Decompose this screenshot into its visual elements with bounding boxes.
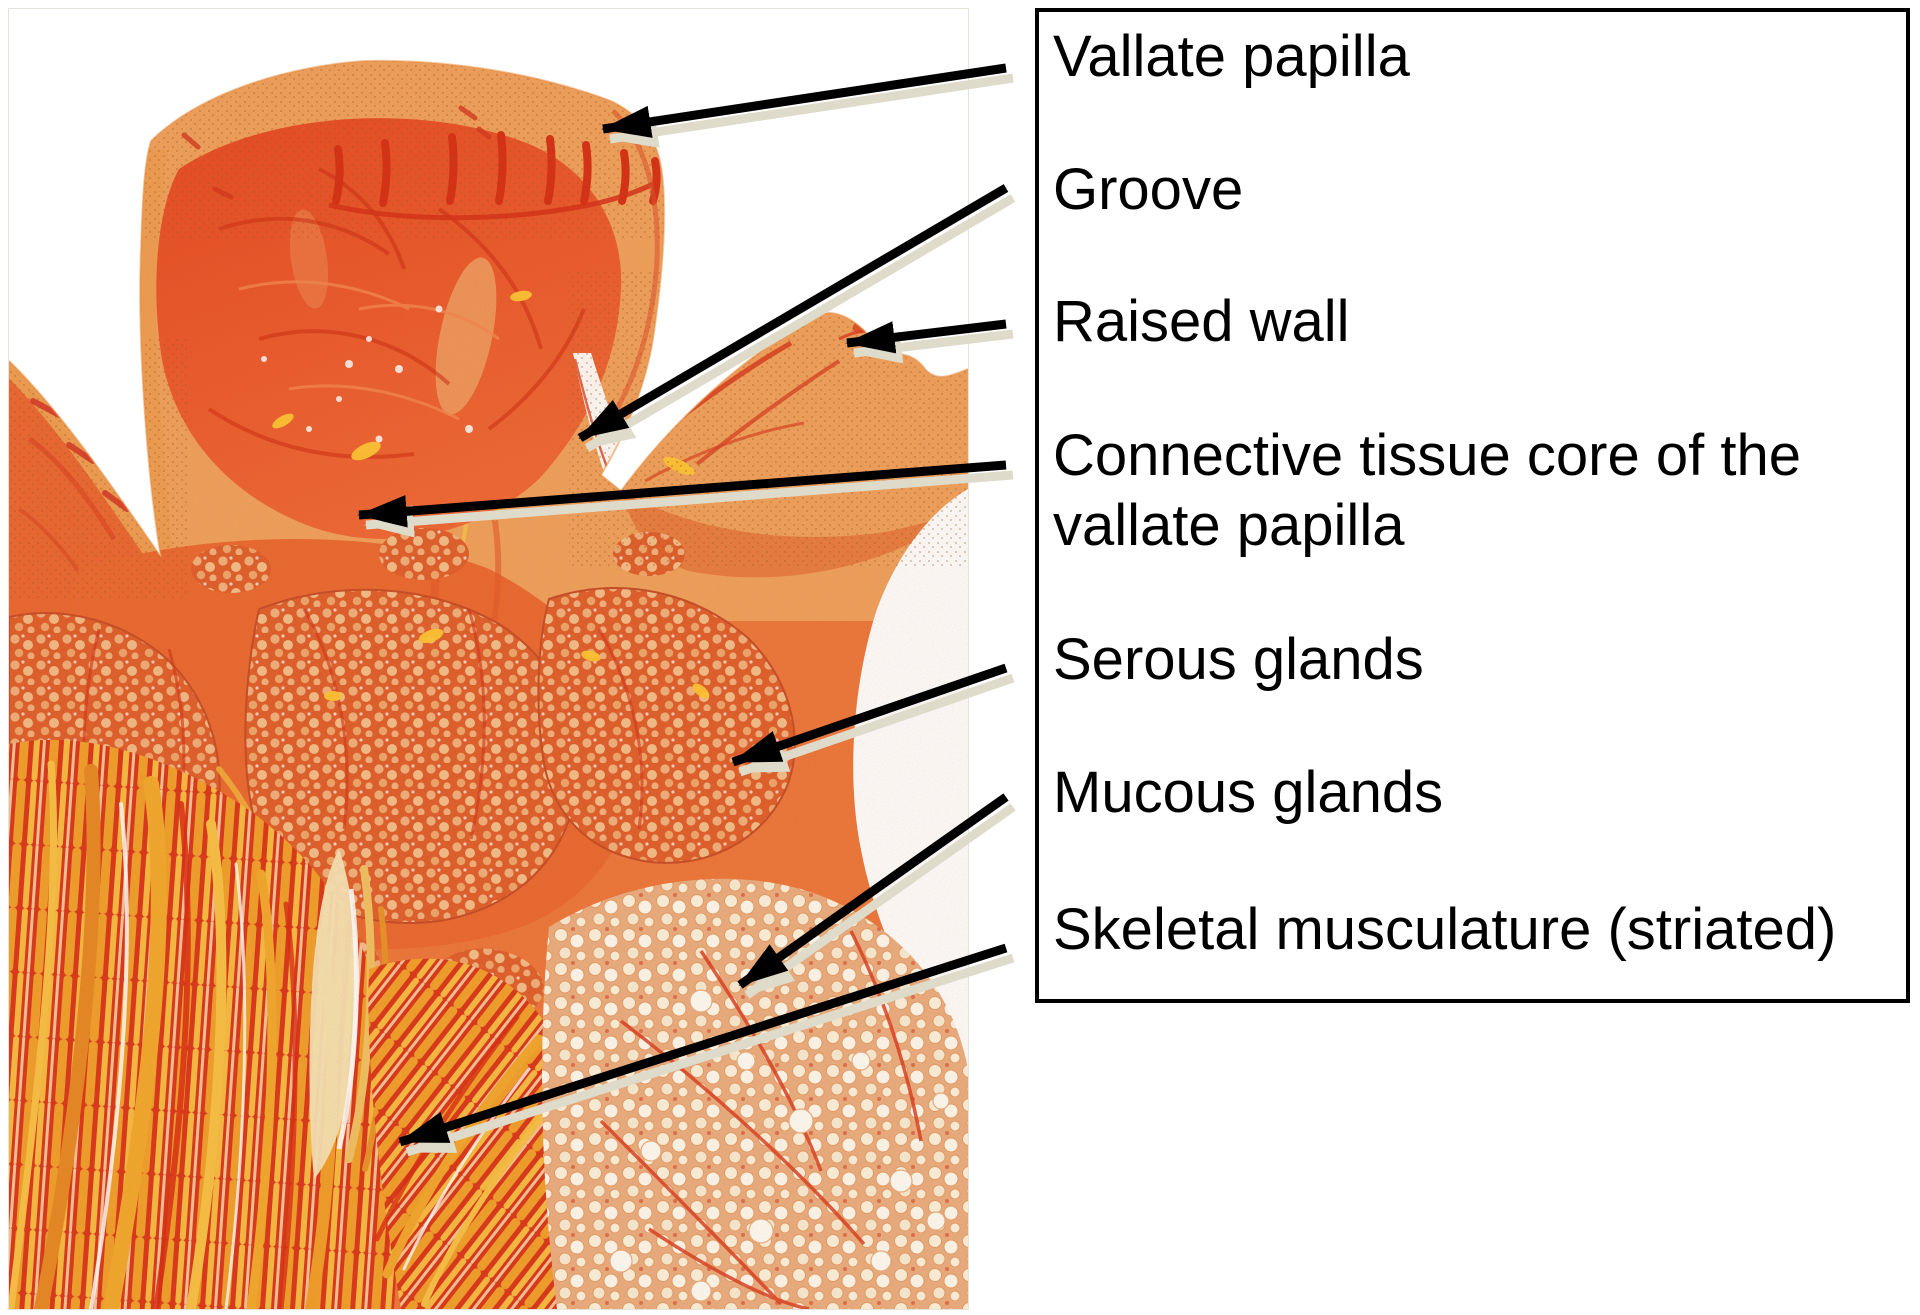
legend-label: Vallate papilla <box>1053 24 1410 89</box>
legend-label: Skeletal musculature (striated) <box>1053 897 1837 962</box>
micrograph-image <box>8 8 969 1310</box>
legend-label: Groove <box>1053 157 1244 222</box>
legend-label: Connective tissue core of the vallate pa… <box>1053 423 1801 558</box>
legend-label: Raised wall <box>1053 289 1350 354</box>
micrograph-art <box>9 59 968 1309</box>
legend-label: Mucous glands <box>1053 760 1444 825</box>
legend-label: Serous glands <box>1053 627 1424 692</box>
tissue-section <box>9 60 968 1309</box>
